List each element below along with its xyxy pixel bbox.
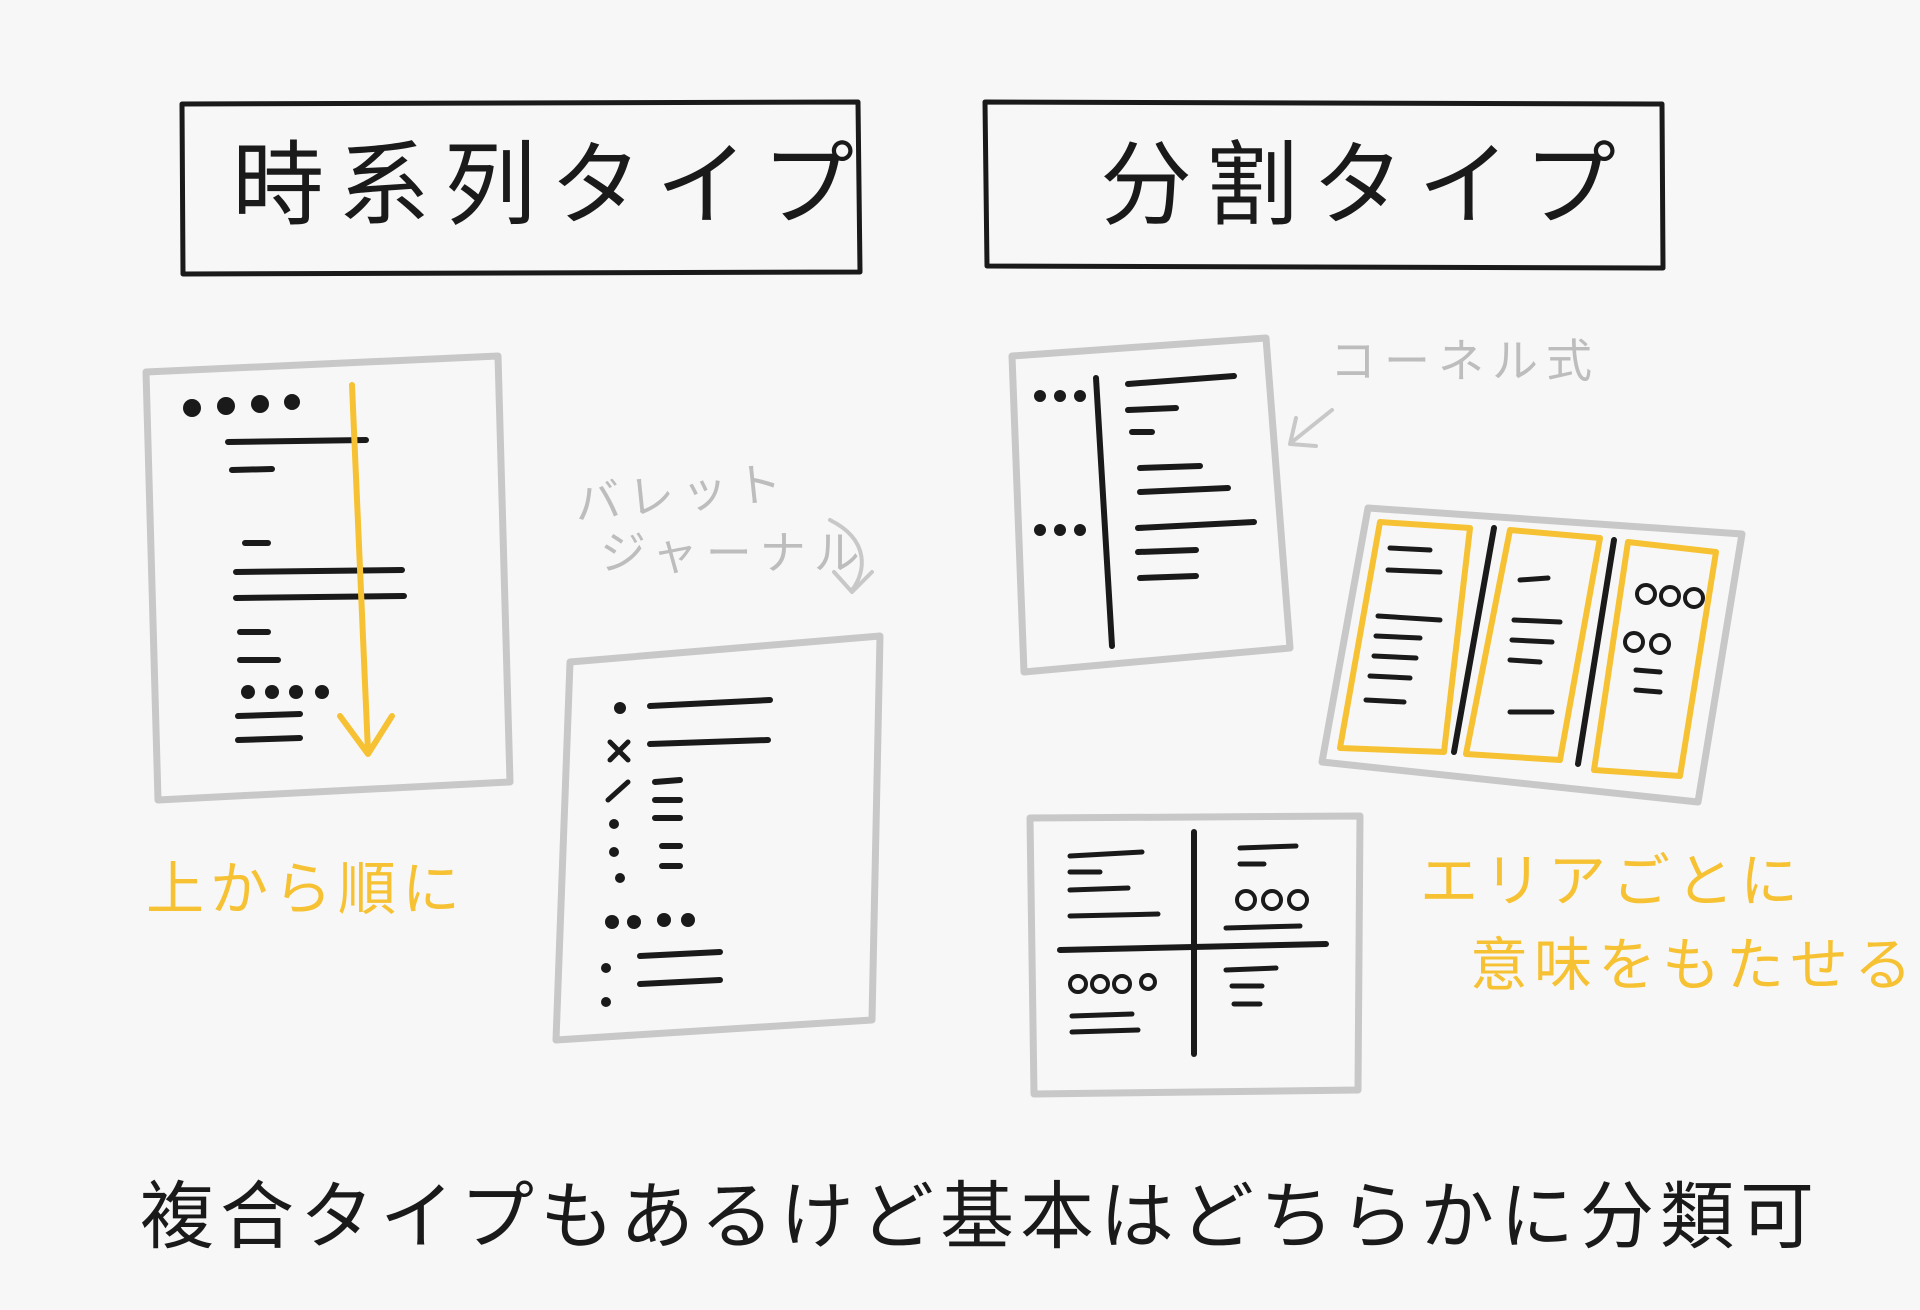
note-top-to-bottom: 上から順に xyxy=(146,855,467,923)
down-arrow-icon xyxy=(337,382,395,757)
title-box-right xyxy=(982,99,1666,271)
pointer-arrow-icon xyxy=(1288,408,1334,448)
bullet-journal-marks xyxy=(601,702,695,1007)
note-area-line1: エリアごとに xyxy=(1420,847,1805,915)
quadrant-page-lines xyxy=(1067,843,1303,1035)
timeline-page-dots xyxy=(183,394,329,699)
bullet-journal-page-frame xyxy=(552,632,884,1044)
area-page-dividers xyxy=(1451,525,1617,767)
bullet-journal-x-icon xyxy=(605,739,631,803)
note-bullet-journal-line2: ジャーナル xyxy=(600,526,868,580)
quadrant-page-frame xyxy=(1026,812,1364,1098)
cornell-page-frame xyxy=(1008,334,1294,676)
title-box-left xyxy=(179,99,863,277)
cornell-page-divider xyxy=(1093,375,1115,649)
cornell-page-dots xyxy=(1034,390,1086,536)
area-page-highlights xyxy=(1337,519,1719,779)
title-time-series: 時系列タイプ xyxy=(232,132,869,239)
area-page-lines xyxy=(1363,545,1663,715)
curved-arrow-icon xyxy=(828,518,874,594)
title-split: 分割タイプ xyxy=(1100,132,1631,239)
timeline-page-frame xyxy=(142,352,514,804)
cornell-page-lines xyxy=(1125,373,1257,581)
note-cornell: コーネル式 xyxy=(1330,334,1600,388)
quadrant-page-dividers xyxy=(1057,829,1329,1057)
bullet-journal-lines xyxy=(637,697,773,987)
area-page-frame xyxy=(1318,504,1746,806)
note-area-line2: 意味をもたせる xyxy=(1470,931,1919,999)
quadrant-page-circles xyxy=(1068,889,1309,994)
footer-note: 複合タイプもあるけど基本はどちらかに分類可 xyxy=(140,1174,1820,1260)
timeline-page-lines xyxy=(225,437,407,743)
area-page-circles xyxy=(1623,583,1705,655)
